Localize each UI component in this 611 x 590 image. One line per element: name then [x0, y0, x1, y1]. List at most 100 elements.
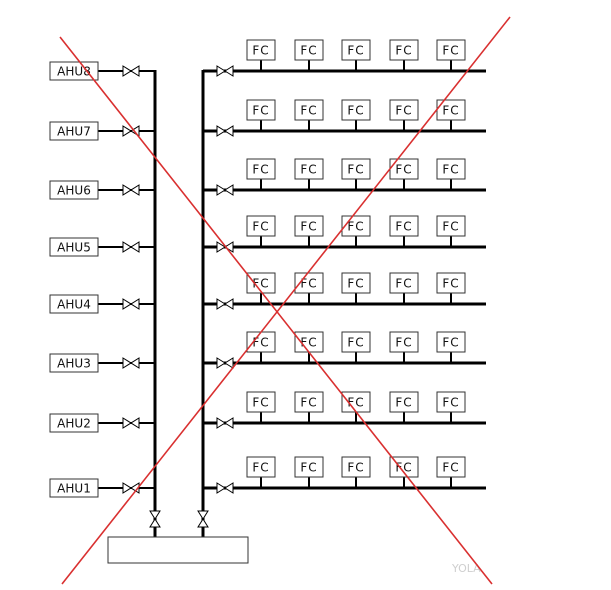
ahu-label: AHU3: [57, 357, 91, 371]
ahu-label: AHU6: [57, 184, 91, 198]
fc-label: FC: [442, 163, 459, 177]
valve-icon: [122, 417, 140, 429]
fc-box: [246, 272, 276, 294]
valve-icon: [216, 65, 234, 77]
valve-body: [122, 417, 140, 429]
fc-label: FC: [395, 220, 412, 234]
fc-box: [294, 99, 324, 121]
valve-body: [216, 482, 234, 494]
fc-label: FC: [252, 396, 269, 410]
valve-body: [216, 417, 234, 429]
fc-box: [246, 391, 276, 413]
valve-icon: [216, 125, 234, 137]
valve-body: [216, 298, 234, 310]
ahu-label: AHU8: [57, 65, 91, 79]
fc-label: FC: [442, 277, 459, 291]
fc-box: [341, 456, 371, 478]
ahu-label: AHU4: [57, 298, 91, 312]
ahu-box: [49, 294, 99, 314]
fc-box: [436, 39, 466, 61]
fc-label: FC: [252, 44, 269, 58]
fc-box: [389, 39, 419, 61]
valve-body: [122, 357, 140, 369]
fc-label: FC: [252, 163, 269, 177]
fc-label: FC: [395, 44, 412, 58]
ahu-box: [49, 353, 99, 373]
fc-label: FC: [347, 336, 364, 350]
ahu-box: [49, 478, 99, 498]
fc-label: FC: [300, 336, 317, 350]
ahu-box: [49, 413, 99, 433]
fc-box: [436, 272, 466, 294]
fc-label: FC: [347, 163, 364, 177]
fc-label: FC: [442, 44, 459, 58]
valve-icon: [216, 184, 234, 196]
fc-label: FC: [347, 277, 364, 291]
valve-icon: [197, 510, 209, 528]
cross-line: [61, 16, 511, 585]
valve-icon: [122, 184, 140, 196]
fc-label: FC: [395, 461, 412, 475]
valve-body: [216, 125, 234, 137]
fc-label: FC: [442, 104, 459, 118]
fc-label: FC: [442, 396, 459, 410]
fc-box: [341, 331, 371, 353]
cross-out-mark: [59, 16, 511, 585]
fc-label: FC: [300, 220, 317, 234]
fc-label: FC: [442, 461, 459, 475]
fc-box: [436, 331, 466, 353]
fan-coil-grid: FC FC FC FC FC FC FC FC FC FC FC FC FC FC FC FC FC FC FC FC…: [246, 39, 466, 478]
valve-icon: [122, 65, 140, 77]
fc-box: [246, 456, 276, 478]
fc-box: [294, 272, 324, 294]
fc-label: FC: [252, 220, 269, 234]
fc-box: [294, 39, 324, 61]
ahu-label: AHU1: [57, 482, 91, 496]
fc-label: FC: [395, 104, 412, 118]
valve-body: [122, 482, 140, 494]
valve-icon: [122, 298, 140, 310]
ahu-label: AHU7: [57, 125, 91, 139]
fc-box: [246, 99, 276, 121]
fc-box: [341, 99, 371, 121]
valve-body: [122, 184, 140, 196]
ahu-box: [49, 61, 99, 81]
fc-box: [341, 158, 371, 180]
valve-body: [122, 125, 140, 137]
fc-box: [389, 215, 419, 237]
valve-icon: [122, 482, 140, 494]
valve-icon: [149, 510, 161, 528]
fc-label: FC: [395, 163, 412, 177]
fc-box: [246, 158, 276, 180]
fc-label: FC: [442, 220, 459, 234]
fc-box: [341, 272, 371, 294]
fc-label: FC: [347, 104, 364, 118]
fc-box: [341, 39, 371, 61]
fc-box: [294, 158, 324, 180]
fc-label: FC: [300, 396, 317, 410]
ahu-box: [49, 180, 99, 200]
fc-label: FC: [347, 461, 364, 475]
fc-label: FC: [347, 44, 364, 58]
fc-box: [294, 391, 324, 413]
fc-box: [389, 99, 419, 121]
fc-box: [389, 391, 419, 413]
fc-label: FC: [300, 104, 317, 118]
source-unit-box: [107, 536, 249, 564]
valve-icon: [216, 417, 234, 429]
ahu-box: [49, 121, 99, 141]
valve-body: [216, 184, 234, 196]
fc-label: FC: [395, 336, 412, 350]
fc-label: FC: [252, 461, 269, 475]
fc-box: [436, 456, 466, 478]
fc-box: [436, 158, 466, 180]
fc-box: [389, 331, 419, 353]
valve-icon: [122, 357, 140, 369]
fc-label: FC: [252, 104, 269, 118]
fc-box: [294, 456, 324, 478]
fc-label: FC: [300, 461, 317, 475]
fc-box: [436, 215, 466, 237]
fc-label: FC: [395, 396, 412, 410]
